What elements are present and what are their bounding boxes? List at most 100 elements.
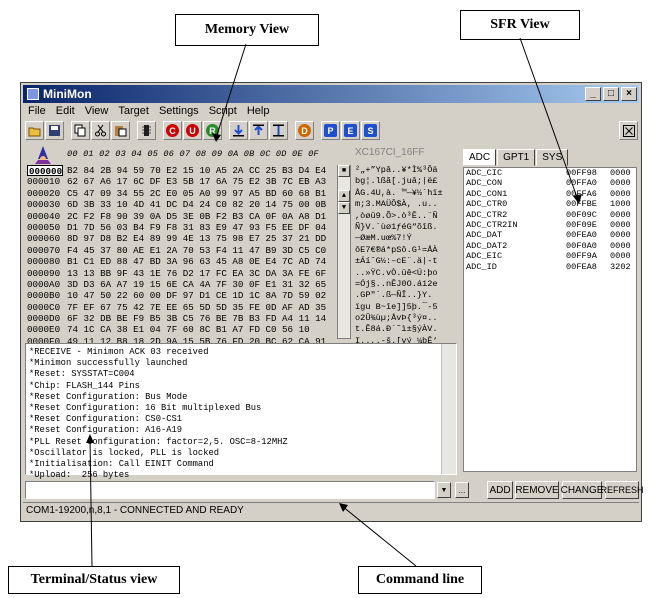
sfr-register-val: 0000 bbox=[610, 168, 631, 178]
memory-hex-row[interactable]: 6F 32 DB BE F9 B5 3B C5 76 BE 7B B3 FD A… bbox=[67, 313, 327, 325]
memory-hex-row[interactable]: 8D 97 D8 B2 E4 89 99 4E 13 75 98 E7 25 3… bbox=[67, 233, 327, 245]
memory-scroll-top-button[interactable]: ■ bbox=[338, 165, 350, 177]
maximize-button[interactable]: □ bbox=[603, 87, 619, 101]
menu-edit[interactable]: Edit bbox=[55, 105, 75, 117]
change-button[interactable]: CHANGE bbox=[561, 481, 603, 499]
terminal-line: *Reset Configuration: Bus Mode bbox=[29, 391, 188, 402]
sfr-tabs: ADC GPT1 SYS bbox=[463, 149, 569, 166]
menu-view[interactable]: View bbox=[84, 105, 109, 117]
memory-hex-row[interactable]: B1 C1 ED 88 47 BD 3A 96 63 45 A8 0E E4 7… bbox=[67, 256, 327, 268]
remove-button[interactable]: REMOVE bbox=[515, 481, 559, 499]
memory-hex-row[interactable]: 3D D3 6A A7 19 15 6E CA 4A 7F 30 0F E1 3… bbox=[67, 278, 327, 290]
ascii-row: =Ój§..nÊJ0O.á12e bbox=[355, 278, 438, 289]
ascii-row: m;3.MAÜÔ$À, .u.. bbox=[355, 199, 438, 210]
memory-hex-row[interactable]: D1 7D 56 03 B4 F9 F8 31 83 E9 47 93 F5 E… bbox=[67, 221, 327, 233]
sfr-register-val: 0000 bbox=[610, 251, 631, 262]
refresh-button[interactable]: REFRESH bbox=[601, 481, 644, 499]
save-button[interactable] bbox=[45, 121, 64, 140]
sfr-register-addr: 00F0A0 bbox=[566, 240, 597, 251]
memory-scrollbar[interactable]: ■ ▲ ▼ bbox=[337, 165, 351, 339]
s-button[interactable]: S bbox=[361, 121, 380, 140]
memory-hex-grid[interactable]: B2 84 2B 94 59 70 E2 15 10 A5 2A CC 25 B… bbox=[67, 165, 333, 347]
paste-button[interactable] bbox=[111, 121, 130, 140]
copy-button[interactable] bbox=[71, 121, 90, 140]
r-button[interactable]: R bbox=[203, 121, 222, 140]
ascii-row: ïgu B~îe]]5þ.¯-5 bbox=[355, 301, 438, 312]
memory-hex-row[interactable]: 49 11 12 B8 18 2D 9A 15 5B 76 FD 20 BC 6… bbox=[67, 335, 327, 347]
menu-file[interactable]: File bbox=[28, 105, 46, 117]
command-browse-button[interactable]: ... bbox=[455, 482, 469, 498]
memory-hex-row[interactable]: F4 45 37 80 AE E1 2A 70 53 F4 11 47 B9 3… bbox=[67, 244, 327, 256]
command-input[interactable] bbox=[25, 481, 435, 499]
minimon-window: MiniMon _ □ × File Edit View Target Sett… bbox=[20, 82, 644, 522]
tab-sys[interactable]: SYS bbox=[536, 149, 569, 166]
close-button[interactable]: × bbox=[621, 87, 637, 101]
memory-address: 000040 bbox=[27, 210, 61, 222]
memory-hex-row[interactable]: C5 47 09 34 55 2C E0 05 A0 99 97 A5 BD 6… bbox=[67, 187, 327, 199]
memory-scroll-up-button[interactable]: ▲ bbox=[338, 190, 350, 202]
p-icon: P bbox=[324, 124, 337, 137]
menu-settings[interactable]: Settings bbox=[158, 105, 199, 117]
memory-hex-row[interactable]: 7F EF 67 75 42 7E EE 65 5D 5D 35 FE 0D A… bbox=[67, 301, 327, 313]
download-button[interactable] bbox=[229, 121, 248, 140]
memory-address: 0000E0 bbox=[27, 324, 61, 336]
terminal-line: *Chip: FLASH_144 Pins bbox=[29, 380, 140, 391]
memory-hex-row[interactable]: 6D 3B 33 10 4D 41 DC D4 24 C0 82 20 14 7… bbox=[67, 199, 327, 211]
command-dropdown-button[interactable]: ▼ bbox=[437, 482, 451, 498]
sfr-register-name: ADC_DAT bbox=[466, 230, 503, 241]
upload-button[interactable] bbox=[249, 121, 268, 140]
window-title: MiniMon bbox=[43, 87, 92, 101]
terminal-scrollbar[interactable] bbox=[441, 344, 456, 474]
s-icon: S bbox=[364, 124, 377, 137]
memory-hex-row[interactable]: 10 47 50 22 60 00 DF 97 D1 CE 1D 1C 8A 7… bbox=[67, 290, 327, 302]
chip-button[interactable] bbox=[137, 121, 156, 140]
tab-gpt1[interactable]: GPT1 bbox=[497, 149, 536, 166]
sfr-register-name: ADC_ID bbox=[466, 261, 497, 272]
copy-icon bbox=[74, 124, 86, 137]
memory-address: 0000F0 bbox=[27, 335, 61, 347]
memory-hex-row[interactable]: 62 67 A6 17 6C DF E3 5B 17 6A 75 E2 3B 7… bbox=[67, 176, 327, 188]
cut-button[interactable] bbox=[91, 121, 110, 140]
menu-script[interactable]: Script bbox=[208, 105, 237, 117]
minimize-button[interactable]: _ bbox=[585, 87, 601, 101]
menu-help[interactable]: Help bbox=[246, 105, 270, 117]
ascii-row: Ñ}V.´ùø1ƒéG“õîß. bbox=[355, 221, 438, 232]
memory-hex-row[interactable]: 74 1C CA 38 E1 04 7F 60 8C B1 A7 FD C0 5… bbox=[67, 324, 310, 336]
d-button[interactable]: D bbox=[295, 121, 314, 140]
sfr-register-addr: 00F09E bbox=[566, 219, 597, 230]
memory-scroll-down-button[interactable]: ▼ bbox=[338, 202, 350, 214]
add-button[interactable]: ADD bbox=[487, 481, 513, 499]
tab-adc[interactable]: ADC bbox=[463, 149, 497, 166]
connect-button[interactable]: C bbox=[163, 121, 182, 140]
chip-icon bbox=[142, 125, 151, 136]
memory-address: 000090 bbox=[27, 267, 61, 279]
sfr-register-name: ADC_CIC bbox=[466, 168, 503, 178]
u-button[interactable]: U bbox=[183, 121, 202, 140]
memory-hex-row[interactable]: 2C F2 F8 90 39 0A D5 3E 0B F2 B3 CA 0F 0… bbox=[67, 210, 327, 222]
terminal-view[interactable]: *RECEIVE - Minimon ACK 03 received*Minim… bbox=[25, 343, 457, 480]
p-button[interactable]: P bbox=[321, 121, 340, 140]
callout-sfr-view: SFR View bbox=[460, 10, 580, 40]
memory-hex-row[interactable]: 13 13 BB 9F 43 1E 76 D2 17 FC EA 3C DA 3… bbox=[67, 267, 327, 279]
open-button[interactable] bbox=[25, 121, 44, 140]
ascii-row: o2Û¾ùµ;ÅvÞ{³ý¤.. bbox=[355, 313, 438, 324]
terminal-line: *Minimon successfully launched bbox=[29, 358, 188, 369]
memory-address: 000050 bbox=[27, 221, 61, 233]
reset-button[interactable] bbox=[269, 121, 288, 140]
restore-pane-button[interactable] bbox=[619, 121, 638, 140]
memory-hex-row[interactable]: B2 84 2B 94 59 70 E2 15 10 A5 2A CC 25 B… bbox=[67, 165, 327, 176]
d-icon: D bbox=[298, 124, 311, 137]
e-button[interactable]: E bbox=[341, 121, 360, 140]
menu-target[interactable]: Target bbox=[118, 105, 149, 117]
